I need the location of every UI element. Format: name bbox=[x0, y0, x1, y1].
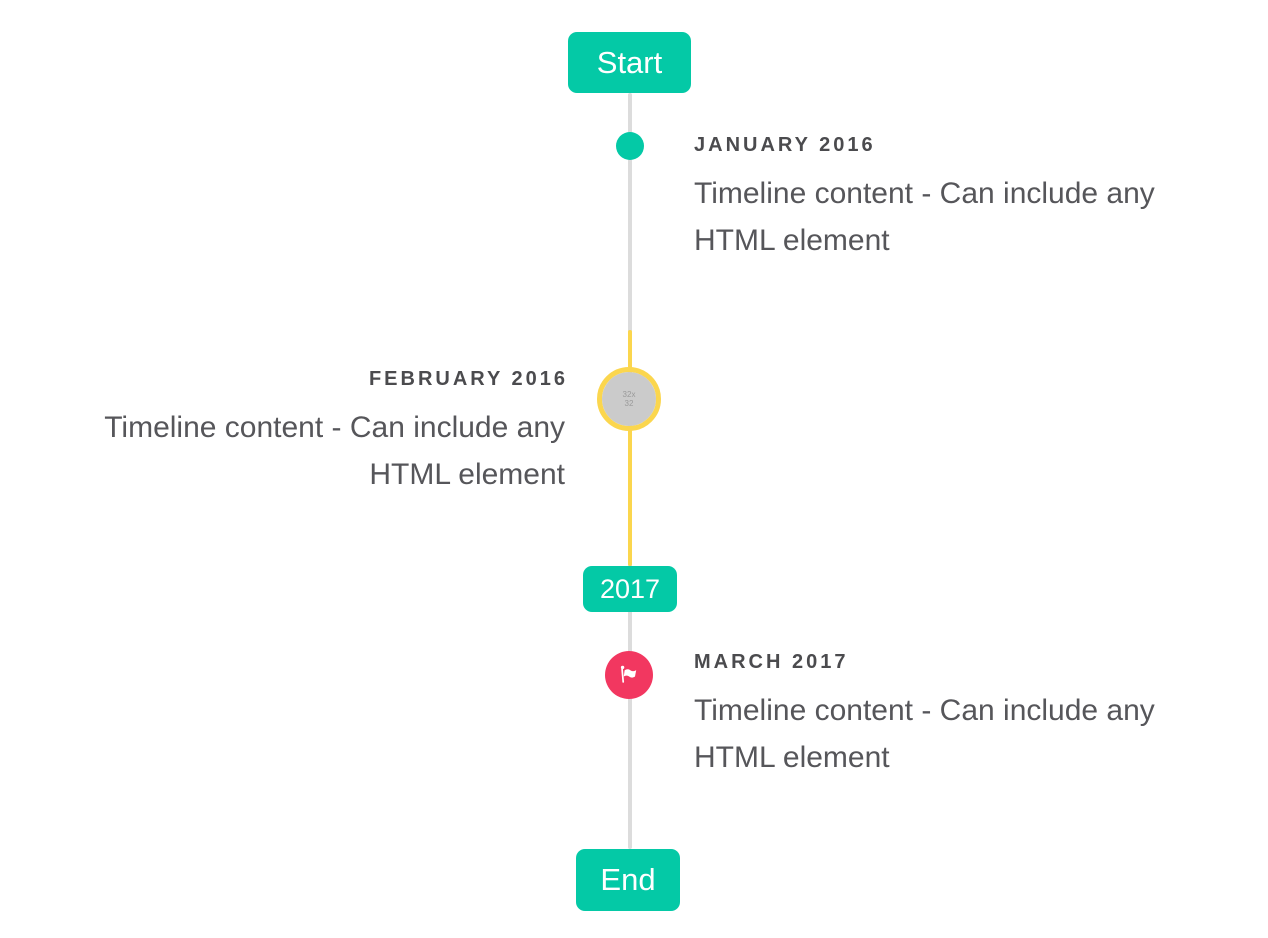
event-content: Timeline content - Can include any HTML … bbox=[694, 177, 1155, 257]
year-label: 2017 bbox=[599, 573, 661, 604]
event-date: JANUARY 2016 bbox=[694, 134, 876, 156]
end-label: End bbox=[600, 862, 656, 897]
event-content: Timeline content - Can include any HTML … bbox=[104, 411, 565, 491]
timeline-event-january-2016: JANUARY 2016 Timeline content - Can incl… bbox=[694, 132, 1229, 264]
timeline-end-button[interactable]: End bbox=[576, 849, 680, 911]
broken-image-alt: 32x32 bbox=[622, 390, 636, 408]
event-date: FEBRUARY 2016 bbox=[368, 368, 568, 390]
timeline-start-button[interactable]: Start bbox=[568, 32, 691, 93]
timeline-event-february-2016: FEBRUARY 2016 Timeline content - Can inc… bbox=[30, 366, 565, 498]
start-label: Start bbox=[596, 44, 663, 80]
event-image-marker: 32x32 bbox=[597, 367, 661, 431]
event-content: Timeline content - Can include any HTML … bbox=[694, 694, 1155, 774]
timeline-line-highlight bbox=[628, 330, 632, 566]
timeline-year-button[interactable]: 2017 bbox=[583, 566, 677, 612]
timeline-event-march-2017: MARCH 2017 Timeline content - Can includ… bbox=[694, 649, 1229, 781]
event-flag-marker bbox=[605, 651, 653, 699]
flag-icon bbox=[617, 663, 641, 687]
event-date: MARCH 2017 bbox=[694, 651, 849, 673]
event-dot-icon bbox=[616, 132, 644, 160]
